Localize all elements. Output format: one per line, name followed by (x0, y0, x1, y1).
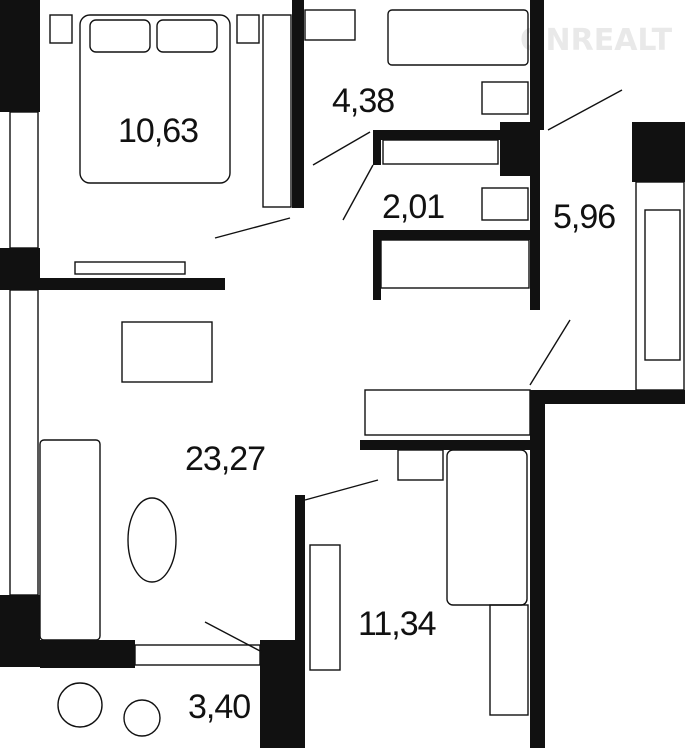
area-bedroom: 10,63 (118, 112, 198, 150)
room-area-labels: 10,63 4,38 2,01 5,96 23,27 11,34 3,40 (118, 82, 616, 726)
furniture (39, 9, 681, 737)
area-wc: 2,01 (382, 188, 444, 226)
windows (9, 111, 685, 666)
area-living-kitchen: 23,27 (185, 440, 265, 478)
watermark-logo: ONREALT (520, 23, 673, 58)
area-bathroom: 4,38 (332, 82, 394, 120)
area-storage: 5,96 (553, 198, 615, 236)
area-balcony: 3,40 (188, 688, 250, 726)
area-bedroom-2: 11,34 (358, 605, 436, 643)
